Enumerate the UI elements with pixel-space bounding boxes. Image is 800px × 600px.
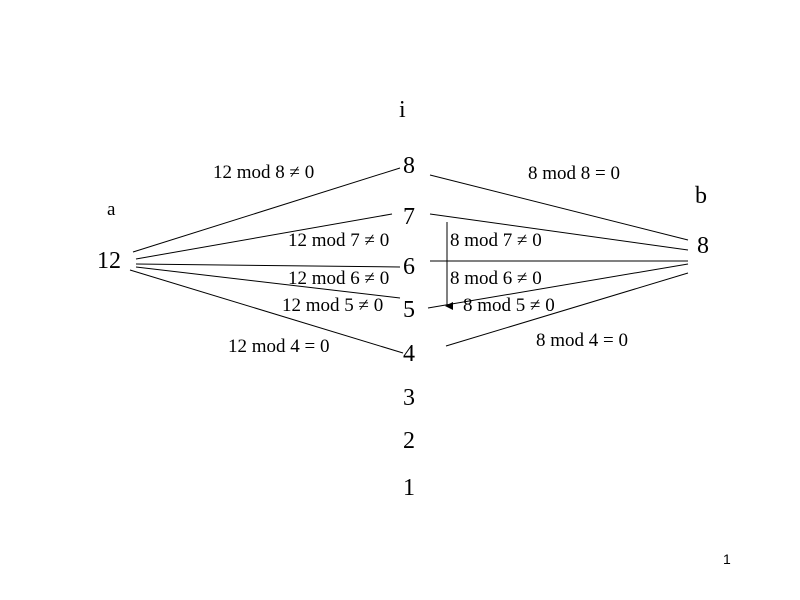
b-value: 8 xyxy=(697,233,709,259)
number-1: 1 xyxy=(403,475,415,501)
right-condition-mod7: 8 mod 7 ≠ 0 xyxy=(450,230,542,251)
number-2: 2 xyxy=(403,428,415,454)
line-5-to-8 xyxy=(427,263,689,309)
a-label: a xyxy=(107,199,116,220)
number-3: 3 xyxy=(403,385,415,411)
line-12-to-7 xyxy=(135,213,393,260)
left-condition-mod6: 12 mod 6 ≠ 0 xyxy=(288,268,390,289)
line-12-to-5 xyxy=(135,266,401,299)
number-4: 4 xyxy=(403,341,415,367)
right-condition-mod8: 8 mod 8 = 0 xyxy=(528,163,620,184)
right-condition-mod5: 8 mod 5 ≠ 0 xyxy=(463,295,555,316)
left-condition-mod8: 12 mod 8 ≠ 0 xyxy=(213,162,315,183)
right-condition-mod6: 8 mod 6 ≠ 0 xyxy=(450,268,542,289)
number-5: 5 xyxy=(403,297,415,323)
b-label: b xyxy=(695,183,707,209)
line-12-to-6 xyxy=(135,263,401,268)
number-6: 6 xyxy=(403,254,415,280)
page-number: 1 xyxy=(723,551,731,567)
line-12-to-4 xyxy=(129,269,404,354)
line-7-to-8 xyxy=(429,213,689,251)
line-8-to-8 xyxy=(429,174,689,241)
left-condition-mod5: 12 mod 5 ≠ 0 xyxy=(282,295,384,316)
line-12-to-8 xyxy=(132,167,401,253)
line-4-to-8 xyxy=(445,272,689,347)
number-8: 8 xyxy=(403,153,415,179)
left-condition-mod4: 12 mod 4 = 0 xyxy=(228,336,330,357)
a-value: 12 xyxy=(97,248,121,274)
number-7: 7 xyxy=(403,204,415,230)
left-condition-mod7: 12 mod 7 ≠ 0 xyxy=(288,230,390,251)
right-condition-mod4: 8 mod 4 = 0 xyxy=(536,330,628,351)
i-label: i xyxy=(399,97,406,123)
